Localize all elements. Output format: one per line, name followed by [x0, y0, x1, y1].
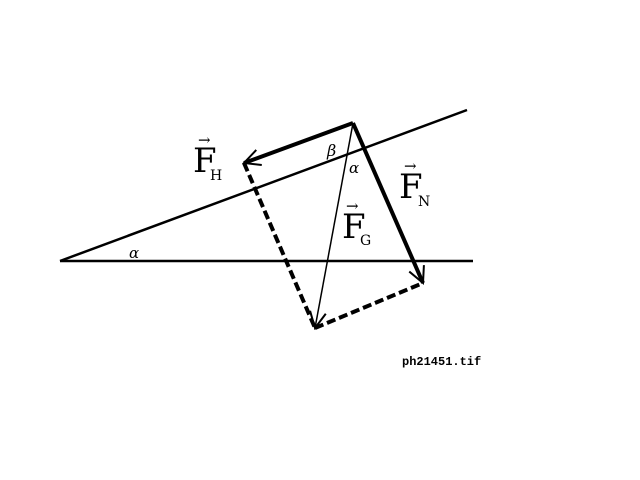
filename-caption: ph21451.tif: [402, 355, 481, 369]
normal-force-letter: F: [399, 167, 423, 207]
normal-force-arrow: →: [404, 157, 417, 175]
gravity-force-subscript: G: [360, 233, 371, 249]
incline-line: [59, 108, 468, 263]
construction-line-left: [242, 162, 317, 329]
downhill-force-letter: F: [193, 141, 217, 181]
downhill-force-arrow: →: [198, 131, 211, 149]
normal-force-label: F → N: [399, 157, 430, 210]
downhill-force-vector: [244, 121, 354, 163]
downhill-force-subscript: H: [210, 168, 222, 184]
beta-angle-label: β: [326, 141, 336, 160]
normal-force-vector: [351, 122, 423, 283]
gravity-force-vector: [315, 122, 354, 328]
gravity-force-letter: F: [342, 207, 366, 247]
construction-line-bottom: [314, 281, 424, 330]
gravity-force-label: F → G: [342, 197, 371, 249]
alpha-angle-label: α: [349, 159, 359, 177]
downhill-force-label: F → H: [193, 131, 222, 184]
gravity-force-arrow: →: [346, 197, 359, 215]
normal-force-subscript: N: [418, 194, 430, 210]
incline-angle-label: α: [129, 244, 139, 262]
